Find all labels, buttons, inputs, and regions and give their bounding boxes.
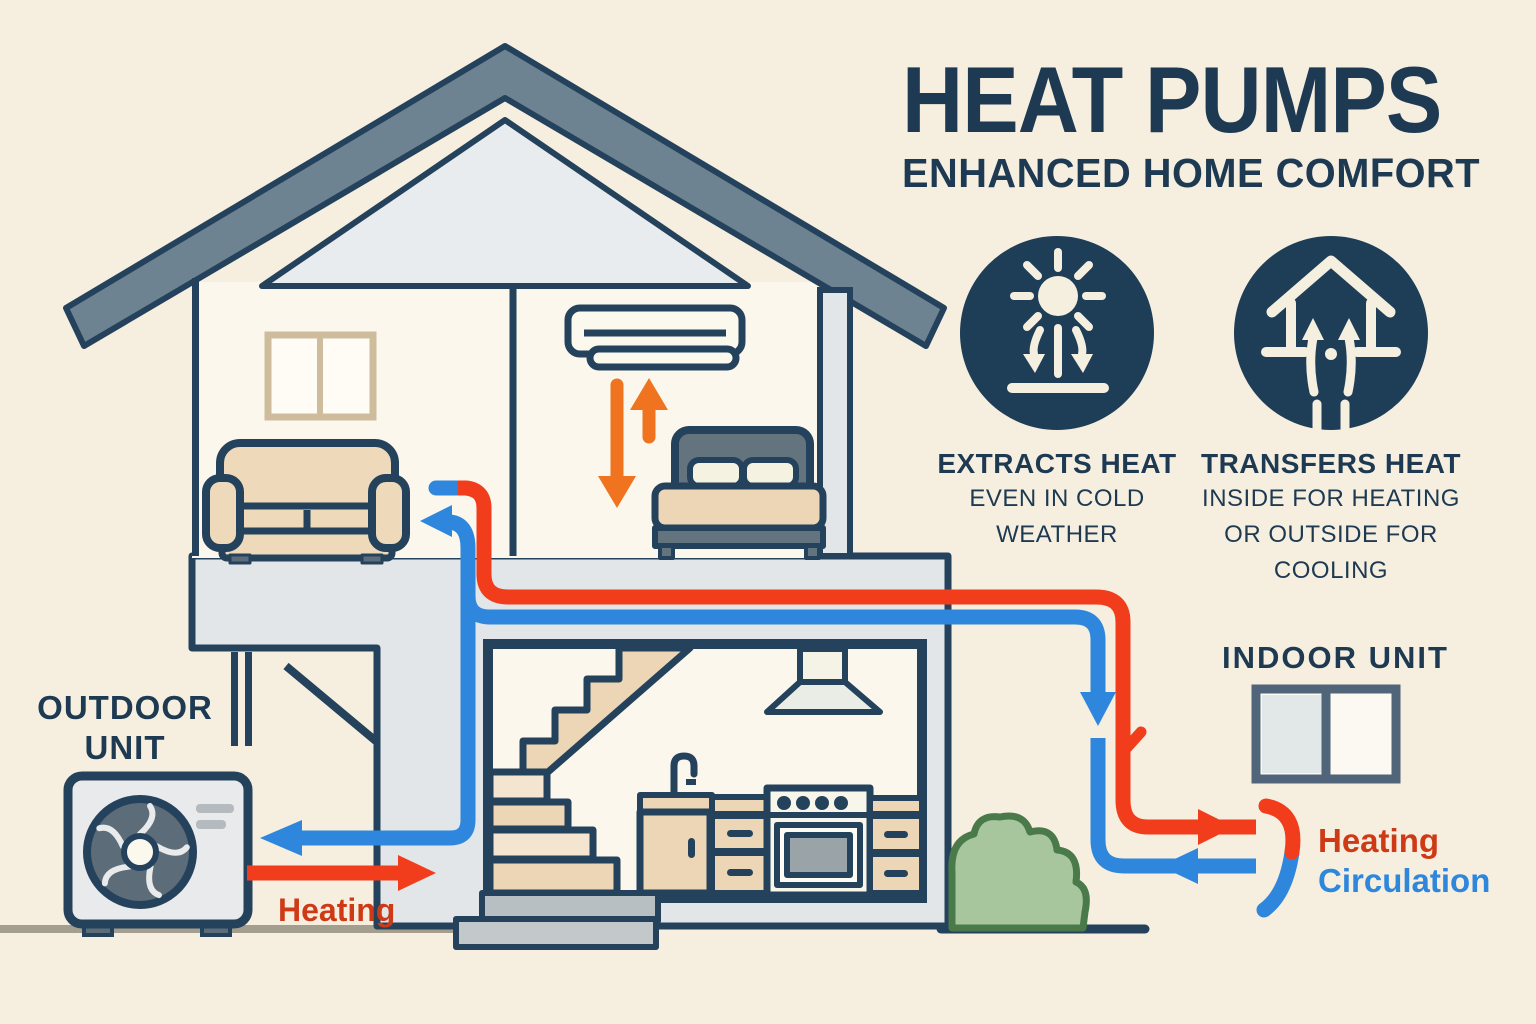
kitchen-sink (636, 752, 715, 897)
vent-line (196, 820, 226, 829)
vent-line (196, 804, 234, 813)
indoor-unit-window-icon (1251, 684, 1401, 784)
airflow-arrows (598, 378, 668, 508)
heating-arrowheads-red (398, 809, 1234, 891)
house-transfer-arrows-icon (1234, 236, 1428, 435)
page-title: HEAT PUMPS (902, 47, 1442, 152)
gable (259, 117, 751, 289)
benefit-line: OR OUTSIDE FOR COOLING (1224, 521, 1438, 584)
benefit-transfers-heat: TRANSFERS HEAT INSIDE FOR HEATING OR OUT… (1166, 447, 1496, 589)
fan-hub (121, 833, 159, 871)
window (264, 331, 377, 421)
indoor-unit-label: INDOOR UNIT (1222, 640, 1449, 675)
range-hood (764, 646, 883, 715)
sun-extracting-heat-icon (960, 236, 1154, 430)
outdoor-unit-label: OUTDOOR UNIT (37, 689, 213, 766)
benefit-line: INSIDE FOR HEATING (1202, 485, 1460, 512)
outdoor-unit (63, 771, 253, 937)
circulation-pipe-blue (302, 480, 1300, 918)
benefit-line: EVEN IN COLD (969, 485, 1145, 512)
bush (948, 812, 1090, 932)
stove (763, 784, 874, 899)
circulation-arrowheads-blue (260, 505, 1198, 884)
bed (651, 426, 827, 560)
stoop-steps (453, 890, 661, 950)
benefit-extracts-heat: EXTRACTS HEAT EVEN IN COLD WEATHER (917, 447, 1197, 553)
benefit-title: EXTRACTS HEAT (937, 448, 1177, 479)
legend-circulation-label: Circulation (1318, 862, 1491, 899)
stairs (486, 644, 694, 897)
wall-ac-unit (564, 304, 746, 371)
support-post (231, 652, 380, 746)
kitchen-drawers-left (709, 794, 770, 896)
outdoor-heating-label: Heating (278, 892, 396, 928)
roof (63, 43, 947, 349)
legend-heating-label: Heating (1318, 822, 1440, 859)
benefit-line: WEATHER (996, 521, 1118, 548)
page-subtitle: ENHANCED HOME COMFORT (902, 150, 1480, 196)
sofa (202, 439, 410, 565)
fan-blades (96, 803, 190, 899)
heating-pipe-red (247, 480, 1301, 881)
benefit-title: TRANSFERS HEAT (1200, 448, 1462, 479)
kitchen-drawers-right (867, 795, 925, 896)
